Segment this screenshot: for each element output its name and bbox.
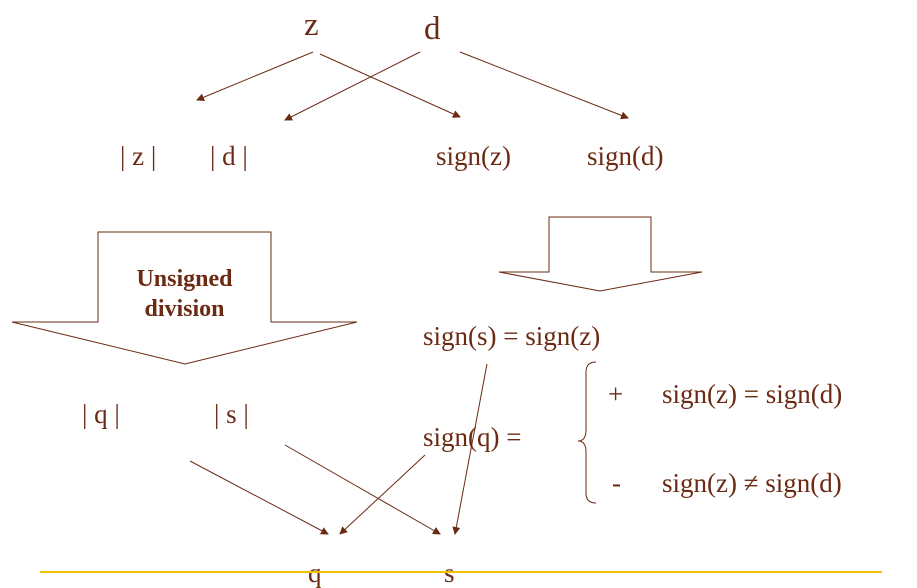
arrow-z-to-sign-z — [319, 53, 461, 118]
arrow-sign-q-to-q — [339, 454, 426, 535]
case-plus-condition: sign(z) = sign(d) — [662, 379, 843, 409]
unsigned-division-block-arrow — [11, 231, 358, 365]
unsigned-division-line2: division — [144, 296, 225, 322]
case-minus-condition: sign(z) ≠ sign(d) — [662, 468, 842, 498]
arrow-abs-s-to-s — [284, 444, 441, 535]
arrow-abs-q-to-q — [189, 460, 329, 535]
output-s-label: s — [444, 558, 455, 588]
sign-d-label: sign(d) — [587, 141, 664, 171]
input-z-label: z — [304, 7, 319, 43]
case-plus-symbol: + — [608, 379, 624, 409]
sign-q-rule: sign(q) = — [423, 422, 522, 452]
abs-d-label: | d | — [210, 141, 248, 171]
abs-z-label: | z | — [120, 141, 157, 171]
arrow-z-to-abs-z — [196, 51, 314, 102]
sign-s-rule: sign(s) = sign(z) — [423, 321, 601, 351]
input-d-label: d — [424, 11, 441, 47]
case-minus-symbol: - — [612, 468, 621, 498]
footer-line — [40, 571, 882, 573]
abs-q-label: | q | — [82, 399, 120, 429]
arrow-d-to-sign-d — [459, 51, 629, 120]
abs-s-label: | s | — [214, 399, 249, 429]
sign-z-label: sign(z) — [436, 141, 511, 171]
arrow-sign-s-to-s — [452, 363, 488, 535]
case-brace — [577, 361, 597, 504]
arrow-d-to-abs-d — [284, 51, 421, 121]
output-q-label: q — [308, 558, 322, 588]
unsigned-division-line1: Unsigned — [136, 266, 233, 292]
unsigned-division-label: Unsigned division — [98, 264, 271, 324]
sign-block-arrow — [498, 216, 703, 292]
